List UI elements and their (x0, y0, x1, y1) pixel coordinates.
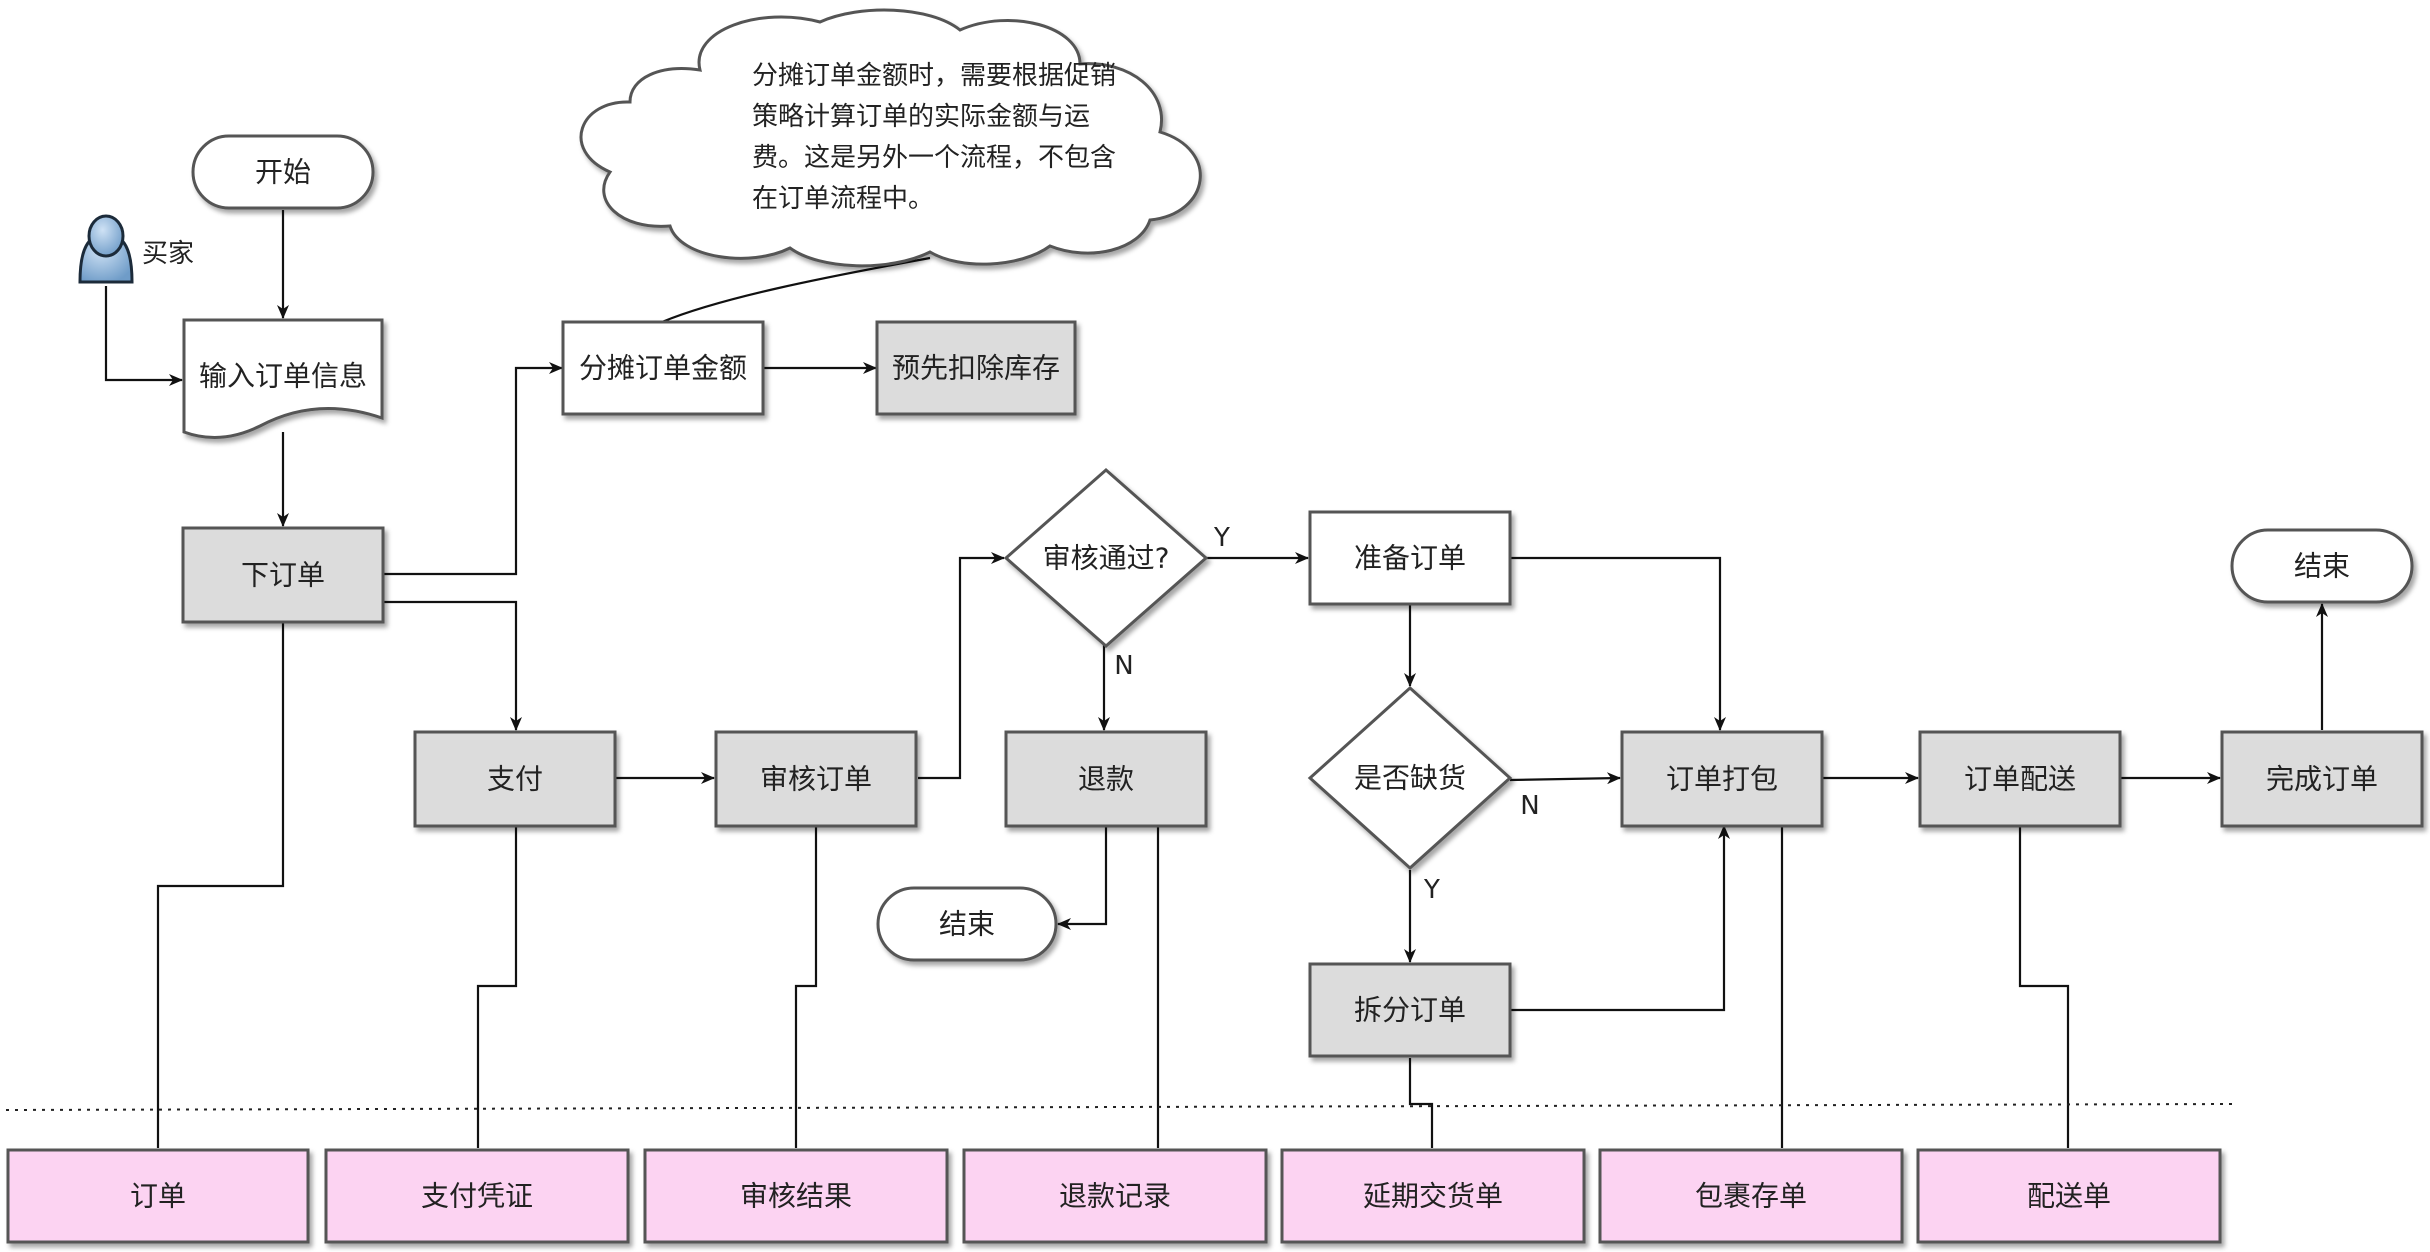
edge-stock-pack (1509, 772, 1621, 785)
cloud-tail-line (661, 256, 931, 324)
pay-node: 支付 (413, 730, 617, 828)
place-order-node: 下订单 (181, 526, 385, 624)
complete-order-node: 完成订单 (2220, 730, 2424, 828)
doc-link-backorder (1408, 1058, 1434, 1148)
prepare-order-label: 准备订单 (1354, 542, 1466, 575)
doc-refund-record-label: 退款记录 (1059, 1180, 1171, 1213)
cloud-line-3: 费。这是另外一个流程，不包含 (752, 143, 1116, 173)
final-end-terminal: 结束 (2230, 528, 2414, 604)
doc-package-receipt-label: 包裹存单 (1695, 1180, 1807, 1213)
doc-link-review (794, 826, 818, 1148)
edge-split-pack (1510, 825, 1730, 1012)
final-end-label: 结束 (2294, 550, 2350, 583)
edge-buyer-input (104, 286, 183, 386)
doc-delivery-note: 配送单 (1916, 1148, 2222, 1244)
allocate-amount-label: 分摊订单金额 (579, 352, 747, 385)
doc-link-payment (476, 826, 518, 1148)
stock-no-label: N (1520, 791, 1539, 821)
doc-order-label: 订单 (130, 1180, 186, 1213)
edge-place-allocate (382, 362, 563, 576)
pay-label: 支付 (487, 763, 543, 796)
swimlane-separator (5, 1103, 2233, 1111)
refund-node: 退款 (1004, 730, 1208, 828)
deliver-order-node: 订单配送 (1918, 730, 2122, 828)
doc-refund-record: 退款记录 (962, 1148, 1268, 1244)
cloud-note: 分摊订单金额时，需要根据促销 策略计算订单的实际金额与运 费。这是另外一个流程，… (579, 8, 1202, 268)
edges (5, 210, 2328, 1148)
cloud-line-1: 分摊订单金额时，需要根据促销 (752, 61, 1116, 91)
split-order-label: 拆分订单 (1354, 994, 1466, 1027)
doc-link-order (156, 622, 285, 1148)
complete-order-label: 完成订单 (2266, 763, 2378, 796)
start-label: 开始 (255, 156, 311, 189)
refund-end-label: 结束 (939, 908, 995, 941)
user-icon (78, 214, 134, 284)
edge-refund-end (1057, 826, 1108, 930)
out-of-stock-label: 是否缺货 (1354, 762, 1466, 795)
refund-end-terminal: 结束 (876, 886, 1058, 962)
pre-deduct-stock-node: 预先扣除库存 (875, 320, 1077, 416)
stock-yes-label: Y (1423, 875, 1440, 905)
pre-deduct-stock-label: 预先扣除库存 (892, 352, 1060, 385)
doc-delivery-note-label: 配送单 (2027, 1180, 2111, 1213)
edge-prepare-pack (1510, 556, 1726, 731)
refund-label: 退款 (1078, 763, 1134, 796)
doc-order: 订单 (6, 1148, 310, 1244)
review-order-node: 审核订单 (714, 730, 918, 828)
review-passed-decision: 审核通过? (1003, 468, 1209, 648)
pack-order-label: 订单打包 (1666, 763, 1778, 796)
review-order-label: 审核订单 (760, 763, 872, 796)
place-order-label: 下订单 (241, 559, 325, 592)
doc-review-result-label: 审核结果 (740, 1180, 852, 1213)
edge-review-decision (918, 552, 1005, 780)
doc-backorder-label: 延期交货单 (1363, 1180, 1503, 1213)
input-order-label: 输入订单信息 (199, 360, 367, 393)
cloud-line-4: 在订单流程中。 (752, 184, 934, 214)
out-of-stock-decision: 是否缺货 (1307, 685, 1513, 871)
doc-backorder: 延期交货单 (1280, 1148, 1586, 1244)
split-order-node: 拆分订单 (1308, 962, 1512, 1058)
review-passed-label: 审核通过? (1043, 542, 1170, 575)
documents-row: 订单 支付凭证 审核结果 退款记录 延期交货单 包裹存单 配送单 (6, 1148, 2222, 1244)
review-yes-label: Y (1213, 523, 1230, 553)
cloud-line-2: 策略计算订单的实际金额与运 (752, 102, 1090, 132)
pack-order-node: 订单打包 (1620, 730, 1824, 828)
buyer-actor: 买家 (78, 214, 194, 284)
doc-link-delivery (2018, 826, 2070, 1148)
edge-place-pay (382, 600, 522, 731)
review-no-label: N (1114, 651, 1133, 681)
start-terminal: 开始 (191, 134, 375, 210)
input-order-node: 输入订单信息 (182, 318, 384, 439)
deliver-order-label: 订单配送 (1964, 763, 2076, 796)
doc-payment-voucher-label: 支付凭证 (421, 1180, 533, 1213)
allocate-amount-node: 分摊订单金额 (561, 320, 765, 416)
prepare-order-node: 准备订单 (1308, 510, 1512, 606)
buyer-label: 买家 (142, 239, 194, 269)
doc-review-result: 审核结果 (643, 1148, 949, 1244)
doc-payment-voucher: 支付凭证 (324, 1148, 630, 1244)
doc-package-receipt: 包裹存单 (1598, 1148, 1904, 1244)
